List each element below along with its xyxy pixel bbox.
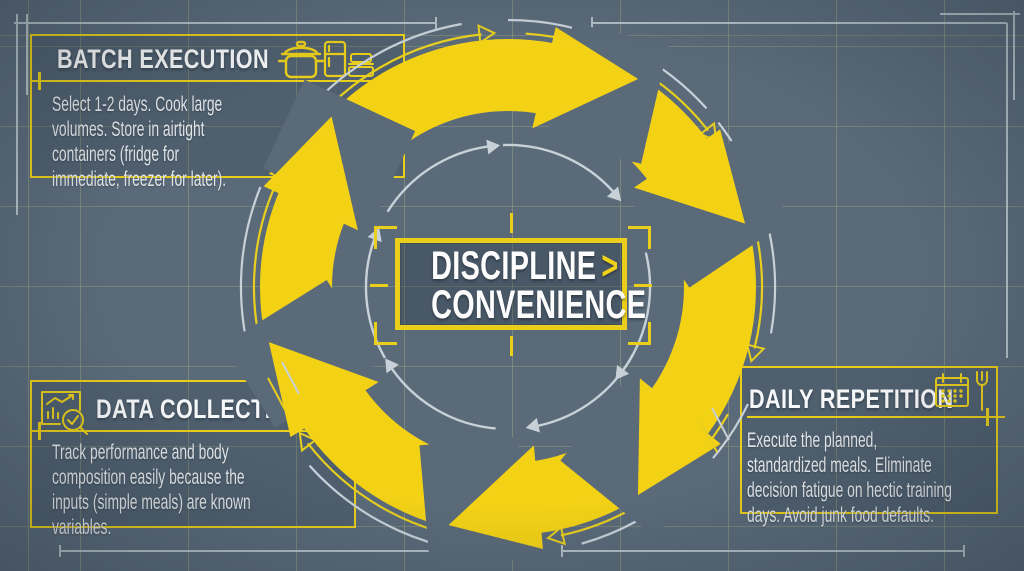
daily-repetition-title-text: DAILY REPETITION (749, 384, 954, 414)
crosshair-tick-bottom (510, 336, 513, 356)
daily-repetition-title: DAILY REPETITION (749, 386, 1005, 413)
corner-bracket-bottom-left (374, 322, 397, 345)
motto-word-discipline: DISCIPLINE (431, 244, 597, 288)
data-divider-line (30, 430, 352, 432)
data-collection-body: Track performance and body composition e… (52, 441, 251, 539)
fork-icon (976, 371, 988, 411)
batch-execution-body: Select 1-2 days. Cook large volumes. Sto… (52, 93, 227, 191)
food-containers-icon (348, 53, 374, 77)
pot-icon (278, 40, 324, 79)
crosshair-tick-top (510, 213, 513, 233)
corner-bracket-top-right (628, 226, 651, 249)
daily-divider-line (747, 416, 1005, 418)
corner-bracket-bottom-right (628, 322, 651, 345)
fridge-icon (323, 40, 347, 78)
center-motto: DISCIPLINE> CONVENIENCE (431, 246, 646, 325)
motto-word-convenience: CONVENIENCE (431, 283, 647, 327)
data-collection-title: DATA COLLECTION (96, 396, 356, 423)
crosshair-tick-left (370, 284, 388, 287)
chart-magnifier-icon (41, 391, 88, 435)
calendar-icon (935, 373, 969, 407)
center-motto-box: DISCIPLINE> CONVENIENCE (395, 238, 646, 330)
daily-repetition-body: Execute the planned, standardized meals.… (747, 429, 952, 527)
corner-bracket-top-left (374, 226, 397, 249)
data-divider-tick (38, 422, 41, 440)
calendar-dots (941, 389, 963, 403)
batch-execution-title: BATCH EXECUTION (57, 46, 322, 73)
greater-than-symbol: > (601, 244, 619, 288)
data-collection-title-text: DATA COLLECTION (96, 394, 305, 424)
batch-execution-title-text: BATCH EXECUTION (57, 44, 270, 74)
batch-divider-tick (38, 72, 41, 90)
crosshair-tick-right (634, 284, 652, 287)
batch-divider-line (30, 80, 405, 82)
daily-divider-tick (986, 408, 989, 426)
